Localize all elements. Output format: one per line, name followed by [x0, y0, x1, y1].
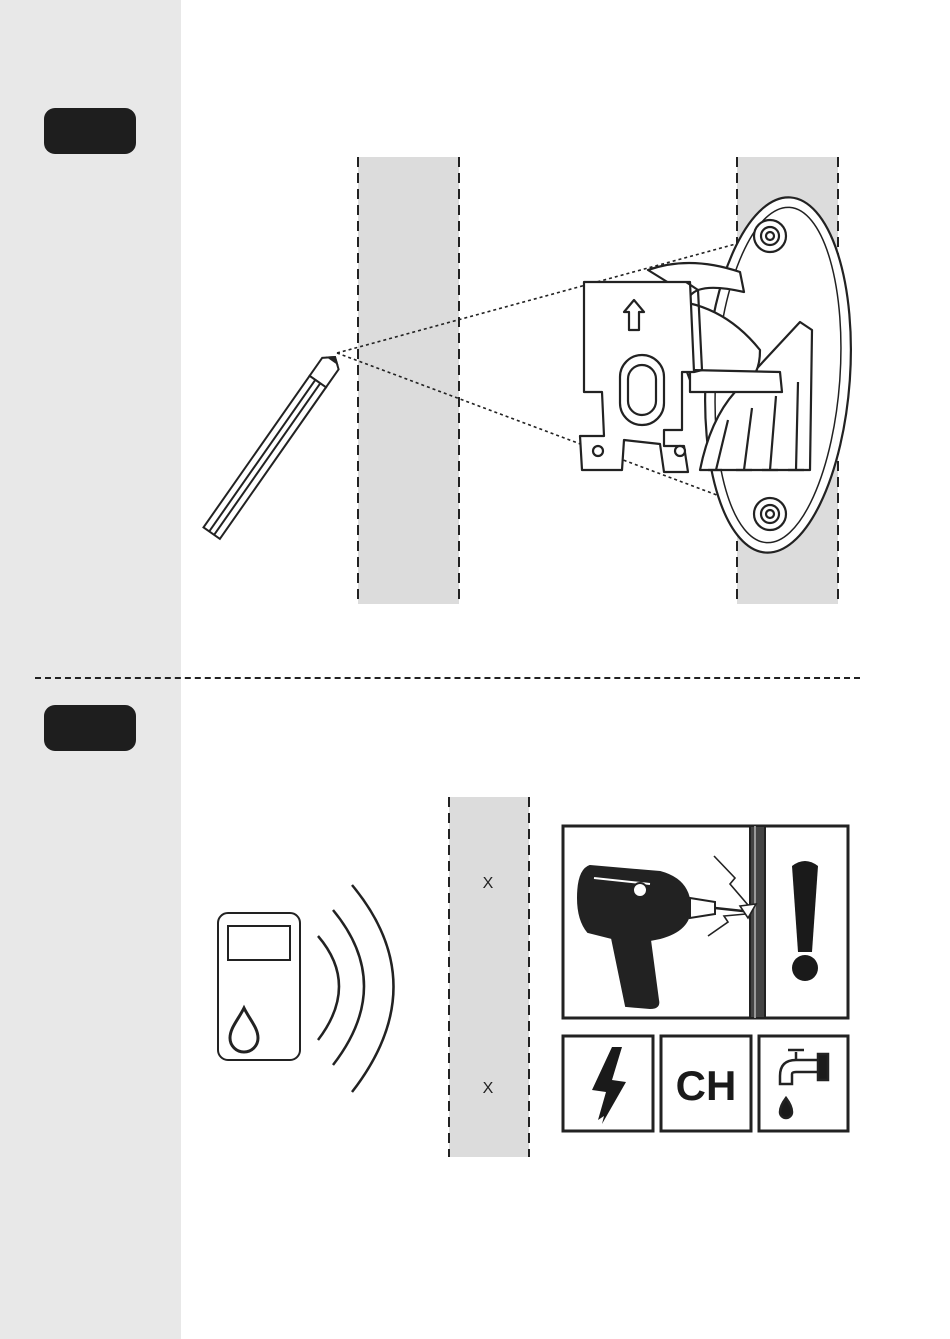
wall-stud-marked	[449, 797, 529, 1157]
marking-illustration	[0, 0, 950, 677]
hazard-electric-box	[563, 1036, 653, 1131]
spark-icon	[708, 856, 756, 936]
exclamation-icon	[792, 861, 818, 981]
drill-mark-top: X	[483, 875, 494, 892]
step-2-badge	[44, 705, 136, 751]
hazard-heating-box: CH	[661, 1036, 751, 1131]
water-tap-icon	[780, 1050, 828, 1118]
wall-stud-left	[358, 157, 459, 604]
electric-lightning-icon	[592, 1047, 626, 1124]
central-heating-label: CH	[676, 1062, 737, 1109]
section-divider	[35, 677, 860, 679]
hazard-water-box	[759, 1036, 848, 1131]
drill-mark-bottom: X	[483, 1080, 494, 1097]
drill-warning-panel	[563, 826, 848, 1018]
stud-detector-icon	[218, 913, 300, 1060]
pencil-icon	[203, 351, 343, 539]
scan-waves	[318, 885, 394, 1092]
power-drill-icon	[578, 866, 752, 1008]
